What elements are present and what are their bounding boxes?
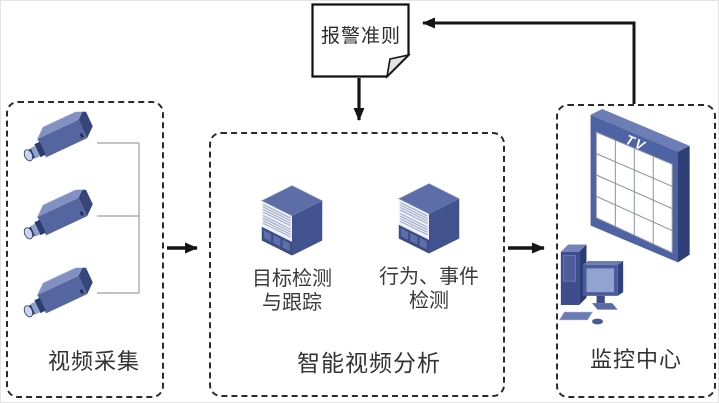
server-label-line: 检测 bbox=[409, 290, 449, 312]
alarm-note-label: 报警准则 bbox=[320, 25, 401, 47]
server-label-line: 与跟踪 bbox=[262, 292, 322, 314]
server-icon bbox=[393, 177, 465, 261]
alarm-note: 报警准则 bbox=[311, 3, 411, 79]
capture-box: 视频采集 bbox=[6, 101, 164, 398]
server-label-line: 目标检测 bbox=[252, 268, 332, 290]
capture-box-label: 视频采集 bbox=[47, 349, 140, 374]
camera-icon bbox=[21, 111, 105, 173]
server-icon bbox=[256, 179, 328, 263]
tv-wall-icon: TV bbox=[590, 108, 690, 263]
analysis-box-label: 智能视频分析 bbox=[297, 350, 441, 376]
analysis-box: 智能视频分析 bbox=[209, 132, 505, 397]
workstation-icon bbox=[559, 244, 624, 325]
monitor-box-label: 监控中心 bbox=[589, 347, 682, 372]
monitor-box: 监控中心 bbox=[556, 104, 716, 398]
camera-icon bbox=[21, 267, 105, 329]
server-label-behavior: 行为、事件 检测 bbox=[344, 265, 514, 313]
server-label-line: 行为、事件 bbox=[379, 266, 479, 288]
server-label-detection: 目标检测 与跟踪 bbox=[207, 267, 377, 315]
camera-bus-lines bbox=[97, 142, 140, 294]
arrow-monitor-to-alarm bbox=[422, 17, 636, 104]
camera-icon bbox=[21, 189, 105, 251]
document-icon bbox=[311, 3, 411, 79]
